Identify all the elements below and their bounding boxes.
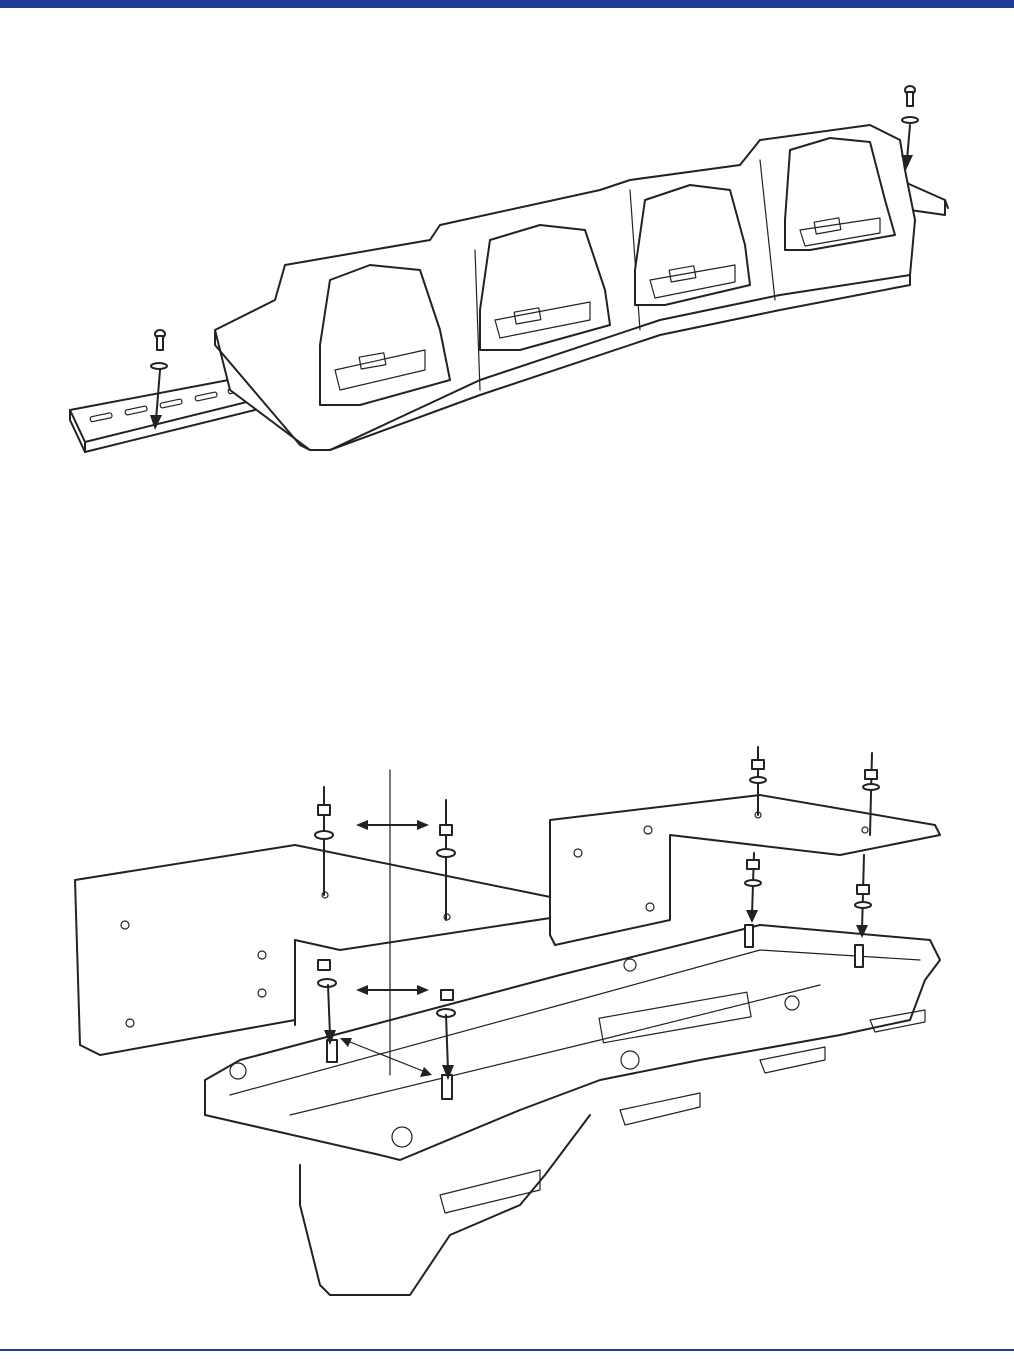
cradle-on-din-rail-illustration <box>0 70 1014 490</box>
cradle-wall-bracket-exploded-illustration <box>0 735 1014 1310</box>
spacing-arrow-lower <box>356 985 429 995</box>
footer-rule <box>0 1349 1014 1351</box>
spacing-arrow-upper <box>356 820 429 830</box>
cradle-base <box>205 925 940 1295</box>
charging-bay-2 <box>480 225 610 350</box>
screw-right <box>901 86 918 170</box>
right-bracket <box>550 795 940 945</box>
charging-bay-3 <box>635 185 750 305</box>
header-rule <box>0 0 1014 8</box>
